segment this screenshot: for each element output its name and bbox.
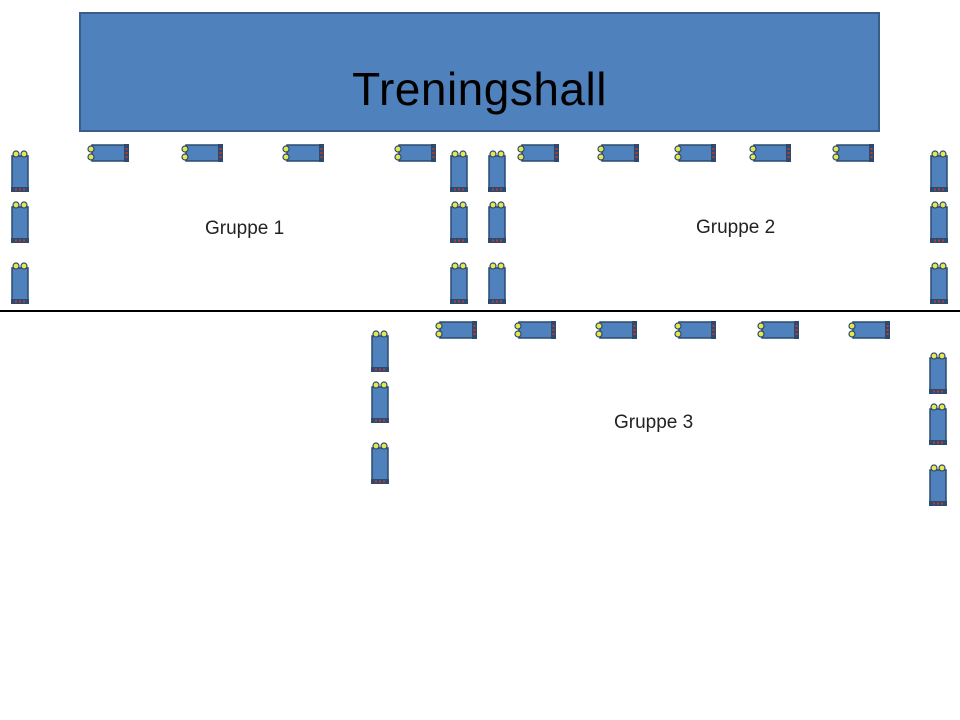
- group-divider-line: [0, 310, 960, 312]
- exercise-bike-icon: [450, 262, 468, 304]
- exercise-bike-icon: [757, 321, 799, 339]
- exercise-bike-icon: [674, 144, 716, 162]
- exercise-bike-icon: [929, 464, 947, 506]
- exercise-bike-icon: [450, 201, 468, 243]
- group-3-label: Gruppe 3: [614, 412, 694, 433]
- exercise-bike-icon: [371, 381, 389, 423]
- exercise-bike-icon: [832, 144, 874, 162]
- exercise-bike-icon: [488, 150, 506, 192]
- exercise-bike-icon: [848, 321, 890, 339]
- hall-title: Treningshall: [352, 63, 607, 115]
- exercise-bike-icon: [929, 352, 947, 394]
- exercise-bike-icon: [11, 150, 29, 192]
- exercise-bike-icon: [930, 150, 948, 192]
- exercise-bike-icon: [435, 321, 477, 339]
- group-1-label: Gruppe 1: [205, 218, 285, 239]
- exercise-bike-icon: [930, 201, 948, 243]
- exercise-bike-icon: [929, 403, 947, 445]
- exercise-bike-icon: [514, 321, 556, 339]
- exercise-bike-icon: [87, 144, 129, 162]
- group-2-label: Gruppe 2: [696, 217, 776, 238]
- exercise-bike-icon: [930, 262, 948, 304]
- exercise-bike-icon: [11, 262, 29, 304]
- exercise-bike-icon: [450, 150, 468, 192]
- exercise-bike-icon: [595, 321, 637, 339]
- exercise-bike-icon: [597, 144, 639, 162]
- exercise-bike-icon: [181, 144, 223, 162]
- exercise-bike-icon: [517, 144, 559, 162]
- exercise-bike-icon: [282, 144, 324, 162]
- exercise-bike-icon: [11, 201, 29, 243]
- exercise-bike-icon: [488, 201, 506, 243]
- training-hall: Treningshall: [79, 12, 880, 132]
- exercise-bike-icon: [749, 144, 791, 162]
- exercise-bike-icon: [371, 330, 389, 372]
- exercise-bike-icon: [674, 321, 716, 339]
- exercise-bike-icon: [488, 262, 506, 304]
- exercise-bike-icon: [371, 442, 389, 484]
- exercise-bike-icon: [394, 144, 436, 162]
